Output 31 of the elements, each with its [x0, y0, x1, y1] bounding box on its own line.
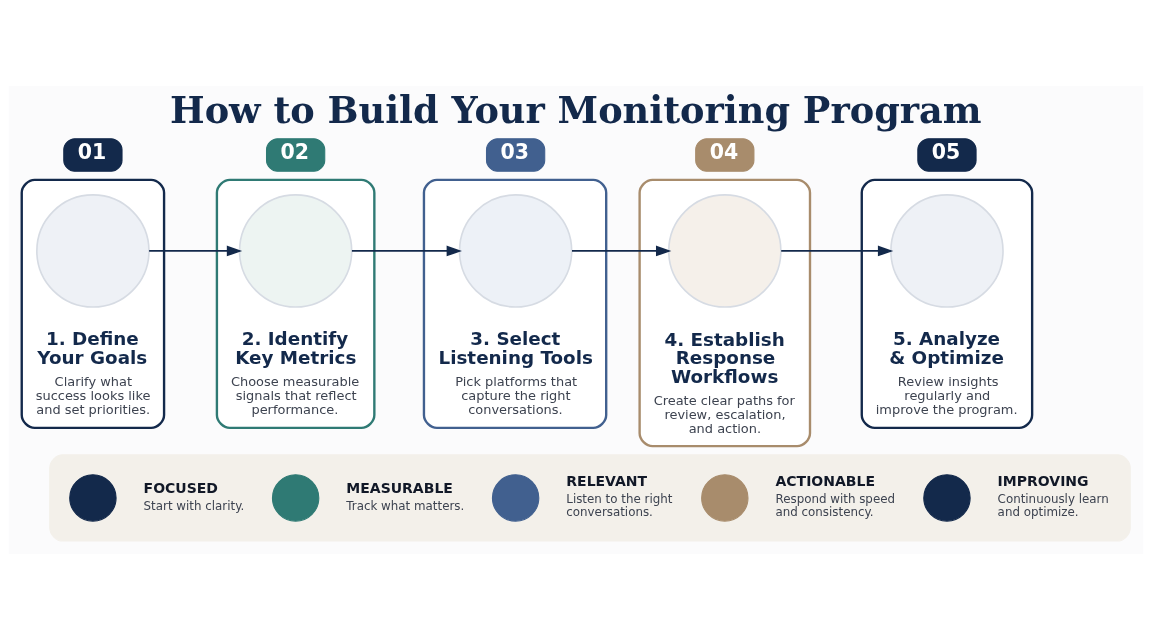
node-text: MEASURABLE Track what matters. — [346, 479, 465, 513]
node-circle — [890, 194, 1004, 308]
node-text: RELEVANT Listen to the right conversations. — [566, 473, 673, 520]
node-box: 01 — [63, 138, 123, 172]
node-text: ACTIONABLE Respond with speed and consistency. — [775, 473, 896, 520]
cluster: 5. Analyze & Optimize Review insights regularly and improve the program. — [860, 178, 1034, 429]
node-box: 02 — [265, 138, 326, 172]
node-text: IMPROVING Continuously learn and optimize. — [997, 473, 1109, 520]
node-circle — [667, 194, 782, 308]
node-circle — [238, 194, 353, 308]
cluster: 1. Define Your Goals Clarify what success looks like and set priorities. — [20, 178, 166, 429]
cluster: 2. Identify Key Metrics Choose measurable signals that reflect performance. — [215, 178, 376, 429]
arrow — [148, 245, 243, 257]
cluster — [49, 454, 1131, 542]
cluster: 3. Select Listening Tools Pick platforms that capture the right conversations. — [422, 178, 608, 429]
node-circle — [69, 474, 117, 522]
node-box: 03 — [485, 138, 546, 172]
arrow — [571, 245, 672, 257]
diagram-title: How to Build Your Monitoring Program — [170, 88, 982, 132]
node-circle — [271, 474, 320, 522]
node-box: 05 — [917, 138, 977, 172]
arrow — [780, 245, 894, 257]
node-box: 04 — [695, 138, 755, 172]
node-circle — [491, 474, 540, 522]
node-circle — [923, 474, 971, 522]
cluster: 4. Establish Response Workflows Create clear paths for review, escalation, and action. — [638, 178, 812, 448]
node-circle — [458, 194, 573, 308]
node-text: FOCUSED Start with clarity. — [143, 479, 245, 513]
node-circle — [36, 194, 150, 308]
node-circle — [701, 474, 749, 522]
arrow — [351, 245, 462, 257]
